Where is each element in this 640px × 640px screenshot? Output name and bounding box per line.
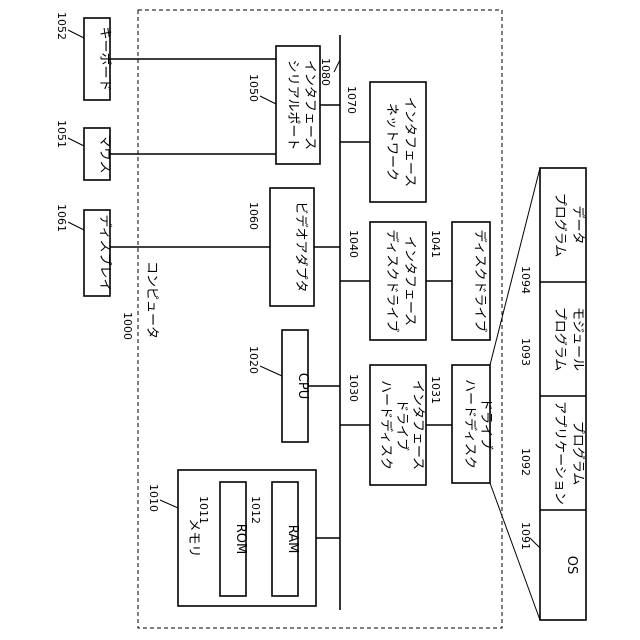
network-label-line1: ネットワーク: [384, 103, 399, 181]
display-ref-leader: [68, 222, 84, 230]
program-module-label-line2: モジュール: [570, 307, 585, 371]
memory-ref-leader: [160, 500, 178, 508]
disk-drive-label: ディスクドライブ: [472, 229, 488, 332]
hdd-interface-label-line2: ドライブ: [394, 399, 410, 451]
serial-port-ref-leader: [260, 96, 276, 104]
cpu-ref: 1020: [247, 346, 260, 374]
program-module-label-line1: プログラム: [552, 307, 567, 372]
keyboard-ref: 1052: [55, 12, 68, 40]
mouse-ref: 1051: [55, 120, 68, 148]
disk-interface-label-line1: ディスクドライブ: [384, 229, 400, 332]
memory-ref: 1010: [147, 484, 160, 512]
disk-interface-label-line2: インタフェース: [402, 236, 417, 326]
serial-port-label-line2: インタフェース: [302, 60, 317, 150]
keyboard-ref-leader: [68, 30, 84, 38]
disk-interface-ref: 1040: [347, 230, 360, 258]
display-ref: 1061: [55, 204, 68, 232]
os-ref: 1091: [519, 522, 532, 550]
app-program-ref: 1092: [519, 448, 532, 476]
program-module-ref: 1093: [519, 338, 532, 366]
program-data-ref: 1094: [519, 266, 532, 294]
cpu-ref-leader: [260, 366, 282, 376]
bus-ref-leader: [334, 60, 340, 72]
app-program-label-line1: アプリケーション: [552, 401, 567, 505]
network-label-line2: インタフェース: [402, 97, 417, 187]
rom-ref: 1011: [197, 496, 210, 524]
ram-label: RAM: [285, 525, 300, 554]
rom-label: ROM: [233, 524, 248, 554]
app-program-label-line2: プログラム: [570, 421, 585, 486]
display-label: ディスプレイ: [97, 214, 113, 291]
video-adapter-label: ビデオアダプタ: [293, 201, 309, 292]
program-data-label-line1: プログラム: [552, 193, 567, 258]
hdd-interface-label-line1: ハードディスク: [378, 380, 394, 470]
os-label: OS: [564, 556, 579, 574]
bus-ref: 1080: [319, 58, 332, 86]
hdd-label-line1: ハードディスク: [462, 379, 478, 469]
hdd-expansion-bottom: [490, 483, 540, 620]
mouse-label: マウス: [97, 134, 112, 173]
keyboard-label: キーボード: [97, 26, 112, 91]
serial-port-ref: 1050: [247, 74, 260, 102]
mouse-ref-leader: [68, 138, 84, 146]
hdd-interface-label-line3: インタフェース: [410, 380, 425, 470]
computer-ref: 1000: [121, 312, 134, 340]
cpu-label: CPU: [295, 373, 310, 399]
video-adapter-ref: 1060: [247, 202, 260, 230]
hdd-ref: 1031: [429, 376, 442, 404]
network-ref: 1070: [345, 86, 358, 114]
disk-drive-ref: 1041: [429, 230, 442, 258]
hdd-label-line2: ドライブ: [478, 398, 494, 450]
hdd-interface-ref: 1030: [347, 374, 360, 402]
ram-ref: 1012: [249, 496, 262, 524]
program-data-label-line2: データ: [570, 205, 586, 244]
memory-label: メモリ: [186, 518, 201, 557]
serial-port-label-line1: シリアルポート: [285, 60, 300, 151]
computer-label: コンピュータ: [144, 261, 159, 339]
